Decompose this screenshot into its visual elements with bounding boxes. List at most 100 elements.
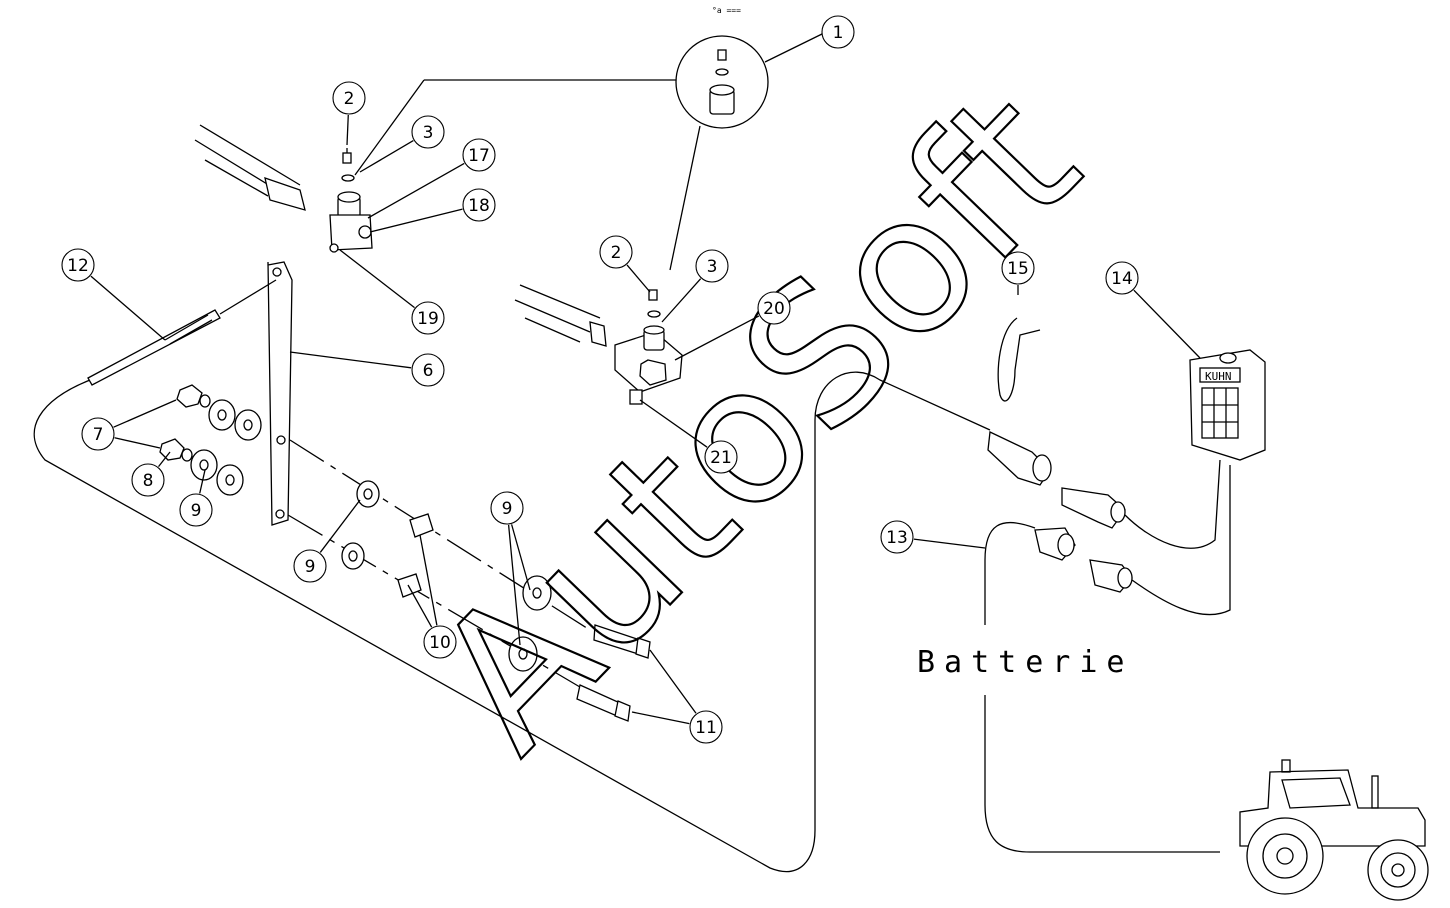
callout-number: 10 xyxy=(429,633,451,653)
callout-leader-extra xyxy=(407,584,433,628)
callout-c15: 15 xyxy=(1001,251,1035,295)
callout-leader xyxy=(289,351,412,369)
callout-leader-extra xyxy=(114,437,161,449)
callout-leader xyxy=(674,315,760,361)
detail-circle xyxy=(354,33,823,271)
callout-circle xyxy=(411,353,445,387)
callout-c12: 12 xyxy=(61,248,166,341)
cable-tie xyxy=(997,317,1041,402)
callout-c17: 17 xyxy=(367,138,496,219)
callout-circle xyxy=(179,493,213,527)
callout-number: 9 xyxy=(191,501,202,521)
callout-c10: 10 xyxy=(419,534,457,659)
callout-circle xyxy=(1105,261,1139,295)
upper-mount-assembly xyxy=(194,124,373,253)
callout-c18: 18 xyxy=(369,188,496,233)
callout-c7: 7 xyxy=(81,399,177,451)
callout-number: 7 xyxy=(93,425,104,445)
callout-leader xyxy=(510,524,531,591)
callout-number: 19 xyxy=(417,309,439,329)
connectors xyxy=(984,431,1231,853)
callout-circle xyxy=(1001,251,1035,285)
callout-c6: 6 xyxy=(289,351,445,387)
callout-c13: 13 xyxy=(880,520,986,554)
callout-c20: 20 xyxy=(674,291,791,361)
callout-leader xyxy=(339,249,415,309)
callout-leader xyxy=(367,162,465,219)
callout-leader xyxy=(639,399,708,448)
callout-leader xyxy=(649,649,697,714)
control-box-brand: KUHN xyxy=(1205,370,1232,383)
callout-circle xyxy=(411,115,445,149)
battery-label: Batterie xyxy=(917,645,1134,680)
lever-assembly xyxy=(87,261,293,526)
callout-leader xyxy=(661,278,702,323)
callout-c11: 11 xyxy=(649,649,723,744)
lower-mount-assembly xyxy=(514,284,683,405)
control-box: KUHN xyxy=(1189,349,1266,461)
callout-leader xyxy=(319,499,361,553)
callout-number: 15 xyxy=(1007,259,1029,279)
callout-c2b: 2 xyxy=(599,235,651,293)
callout-circle xyxy=(757,291,791,325)
callout-number: 2 xyxy=(344,89,355,109)
callout-number: 18 xyxy=(468,196,490,216)
callout-c8: 8 xyxy=(131,451,171,497)
callout-c9a: 9 xyxy=(179,469,213,527)
callout-circle xyxy=(689,710,723,744)
callout-circle xyxy=(332,81,366,115)
callout-leader xyxy=(157,451,171,468)
watermark: AutoSoft xyxy=(393,51,1119,792)
callout-leader xyxy=(626,264,651,293)
callout-number: 14 xyxy=(1111,269,1133,289)
callout-circle xyxy=(411,301,445,335)
callout-number: 9 xyxy=(305,557,316,577)
callout-circle xyxy=(462,188,496,222)
callout-leader xyxy=(913,538,986,549)
callout-c21: 21 xyxy=(639,399,738,474)
callout-circle xyxy=(490,491,524,525)
callout-number: 3 xyxy=(707,257,718,277)
callout-circle xyxy=(61,248,95,282)
callout-number: 21 xyxy=(710,448,732,468)
callout-c19: 19 xyxy=(339,249,445,335)
callout-c2a: 2 xyxy=(332,81,366,146)
callout-leader xyxy=(419,534,438,626)
callout-circle xyxy=(821,15,855,49)
callout-circle xyxy=(704,440,738,474)
callout-circle xyxy=(462,138,496,172)
callout-circle xyxy=(293,549,327,583)
callout-number: 13 xyxy=(886,528,908,548)
callout-number: 17 xyxy=(468,146,490,166)
callout-c3a: 3 xyxy=(359,115,445,173)
callout-number: 20 xyxy=(763,299,785,319)
callout-c9b: 9 xyxy=(293,499,361,583)
callout-circle xyxy=(81,417,115,451)
callout-number: 8 xyxy=(143,471,154,491)
callout-leader xyxy=(199,469,206,494)
callout-leader xyxy=(113,399,177,428)
header-code: °a === xyxy=(712,6,741,15)
main-cable-loop xyxy=(33,371,991,873)
callout-circle xyxy=(599,235,633,269)
callout-c1: 1 xyxy=(821,15,855,49)
hardware-left xyxy=(159,384,262,496)
callout-leader xyxy=(369,208,463,233)
callout-number: 2 xyxy=(611,243,622,263)
callout-leader-extra xyxy=(507,524,521,646)
callout-c3b: 3 xyxy=(661,249,729,323)
callout-number: 9 xyxy=(502,499,513,519)
callout-number: 12 xyxy=(67,256,89,276)
callout-circle xyxy=(131,463,165,497)
hardware-center xyxy=(341,480,651,722)
callout-circle xyxy=(880,520,914,554)
callout-circle xyxy=(423,625,457,659)
callout-number: 3 xyxy=(423,123,434,143)
tractor-icon xyxy=(1239,759,1429,901)
callout-number: 11 xyxy=(695,718,717,738)
callout-leader-extra xyxy=(631,711,690,725)
callout-c9c: 9 xyxy=(490,491,531,591)
callout-circle xyxy=(695,249,729,283)
